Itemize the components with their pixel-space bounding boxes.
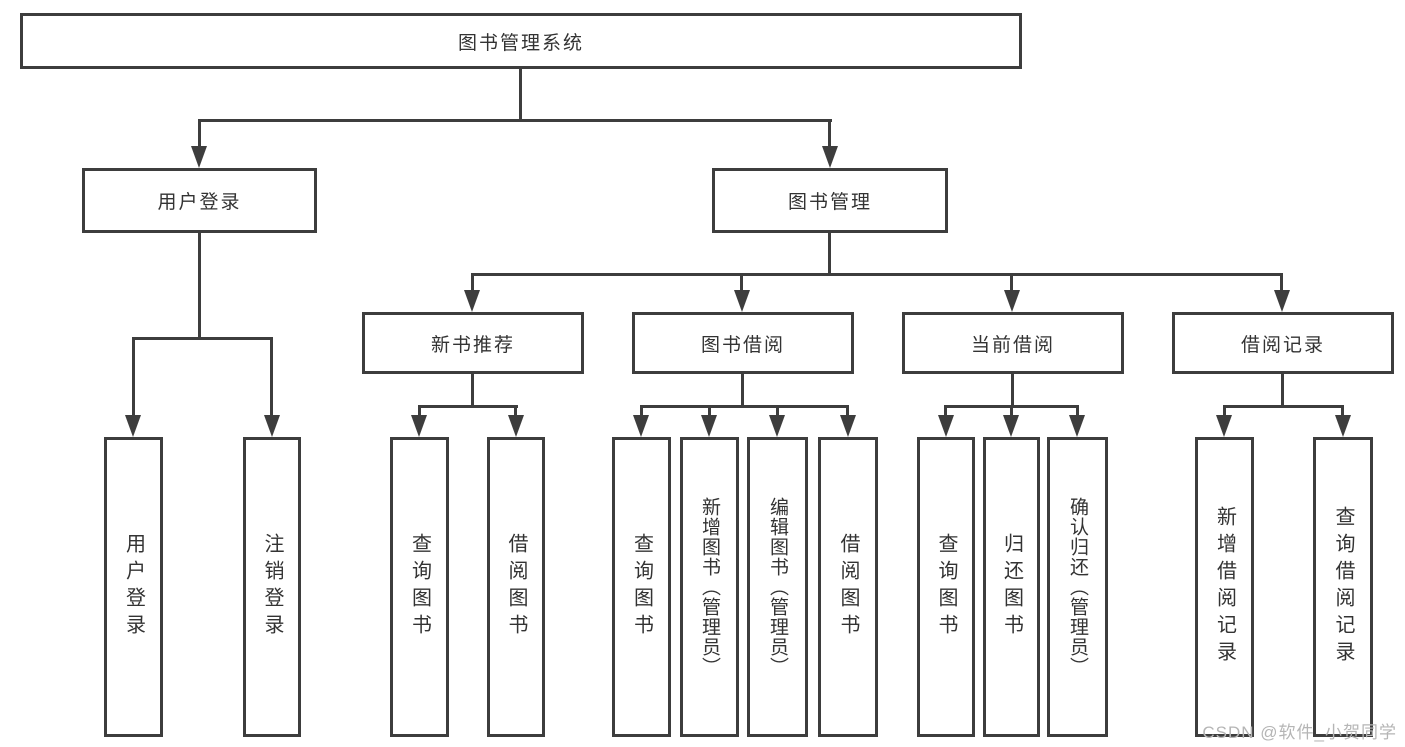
leaf-query-book-borrowing: 查询图书 [612, 437, 671, 737]
connector-line [708, 407, 711, 417]
connector-line [828, 121, 831, 148]
node-borrow-records-label: 借阅记录 [1240, 334, 1325, 356]
connector-line [198, 119, 832, 122]
node-user-login: 用户登录 [82, 168, 317, 233]
arrow-down-icon [191, 146, 207, 168]
arrow-down-icon [264, 415, 280, 437]
connector-line [1011, 374, 1014, 407]
arrow-down-icon [125, 415, 141, 437]
arrow-down-icon [1003, 415, 1019, 437]
leaf-return-book-label: 归还图书 [1000, 533, 1023, 641]
connector-line [471, 276, 474, 292]
node-borrow-records: 借阅记录 [1172, 312, 1394, 374]
connector-line [418, 405, 518, 408]
arrow-down-icon [464, 290, 480, 312]
connector-line [514, 407, 517, 417]
leaf-logout-label: 注销登录 [261, 533, 283, 641]
leaf-query-book-current-label: 查询图书 [935, 533, 957, 641]
leaf-confirm-return-admin-label: 确认归还（管理员） [1067, 497, 1088, 677]
leaf-query-book-recommend-label: 查询图书 [408, 533, 431, 641]
node-book-borrowing-label: 图书借阅 [700, 334, 785, 356]
connector-line [741, 374, 744, 407]
arrow-down-icon [1069, 415, 1085, 437]
connector-line [1010, 407, 1013, 417]
arrow-down-icon [508, 415, 524, 437]
leaf-query-book-borrowing-label: 查询图书 [630, 533, 653, 641]
arrow-down-icon [701, 415, 717, 437]
connector-line [132, 337, 273, 340]
csdn-watermark: CSDN @软件_小贺同学 [1202, 723, 1397, 742]
connector-line [519, 69, 522, 121]
connector-line [828, 233, 831, 275]
node-book-management: 图书管理 [712, 168, 948, 233]
connector-line [1280, 276, 1283, 292]
leaf-query-book-recommend: 查询图书 [390, 437, 449, 737]
leaf-user-login: 用户登录 [104, 437, 163, 737]
connector-line [776, 407, 779, 417]
connector-line [1341, 407, 1344, 417]
leaf-confirm-return-admin: 确认归还（管理员） [1047, 437, 1108, 737]
node-book-borrowing: 图书借阅 [632, 312, 854, 374]
leaf-return-book: 归还图书 [983, 437, 1040, 737]
connector-line [418, 407, 421, 417]
arrow-down-icon [822, 146, 838, 168]
connector-line [640, 405, 849, 408]
node-library-system-label: 图书管理系统 [457, 32, 584, 54]
node-library-system: 图书管理系统 [20, 13, 1022, 69]
connector-line [640, 407, 643, 417]
connector-line [944, 405, 1079, 408]
connector-line [270, 340, 273, 417]
leaf-borrow-book-recommend-label: 借阅图书 [505, 533, 527, 641]
node-book-management-label: 图书管理 [787, 192, 872, 213]
node-new-book-recommend-label: 新书推荐 [430, 334, 515, 356]
node-current-borrowing: 当前借阅 [902, 312, 1124, 374]
arrow-down-icon [734, 290, 750, 312]
leaf-add-book-admin: 新增图书（管理员） [680, 437, 739, 737]
arrow-down-icon [840, 415, 856, 437]
node-current-borrowing-label: 当前借阅 [970, 334, 1055, 356]
leaf-add-borrow-record: 新增借阅记录 [1195, 437, 1254, 737]
connector-line [471, 273, 1283, 276]
leaf-edit-book-admin-label: 编辑图书（管理员） [767, 497, 788, 677]
leaf-edit-book-admin: 编辑图书（管理员） [747, 437, 808, 737]
connector-line [132, 340, 135, 417]
arrow-down-icon [1335, 415, 1351, 437]
connector-line [846, 407, 849, 417]
connector-line [471, 374, 474, 407]
connector-line [198, 233, 201, 339]
arrow-down-icon [938, 415, 954, 437]
leaf-borrow-book-label: 借阅图书 [837, 533, 859, 641]
node-new-book-recommend: 新书推荐 [362, 312, 584, 374]
arrow-down-icon [411, 415, 427, 437]
connector-line [1281, 374, 1284, 407]
connector-line [944, 407, 947, 417]
leaf-query-book-current: 查询图书 [917, 437, 975, 737]
connector-line [1223, 407, 1226, 417]
node-user-login-label: 用户登录 [157, 192, 242, 213]
connector-line [1010, 276, 1013, 292]
connector-line [740, 276, 743, 292]
connector-line [198, 121, 201, 148]
leaf-borrow-book: 借阅图书 [818, 437, 878, 737]
leaf-borrow-book-recommend: 借阅图书 [487, 437, 545, 737]
arrow-down-icon [1274, 290, 1290, 312]
arrow-down-icon [1216, 415, 1232, 437]
connector-line [1076, 407, 1079, 417]
arrow-down-icon [633, 415, 649, 437]
leaf-query-borrow-record: 查询借阅记录 [1313, 437, 1373, 737]
leaf-add-borrow-record-label: 新增借阅记录 [1213, 506, 1236, 668]
leaf-user-login-label: 用户登录 [122, 533, 145, 641]
arrow-down-icon [1004, 290, 1020, 312]
leaf-add-book-admin-label: 新增图书（管理员） [699, 497, 720, 677]
leaf-query-borrow-record-label: 查询借阅记录 [1332, 506, 1354, 668]
leaf-logout: 注销登录 [243, 437, 301, 737]
arrow-down-icon [769, 415, 785, 437]
connector-line [1223, 405, 1344, 408]
